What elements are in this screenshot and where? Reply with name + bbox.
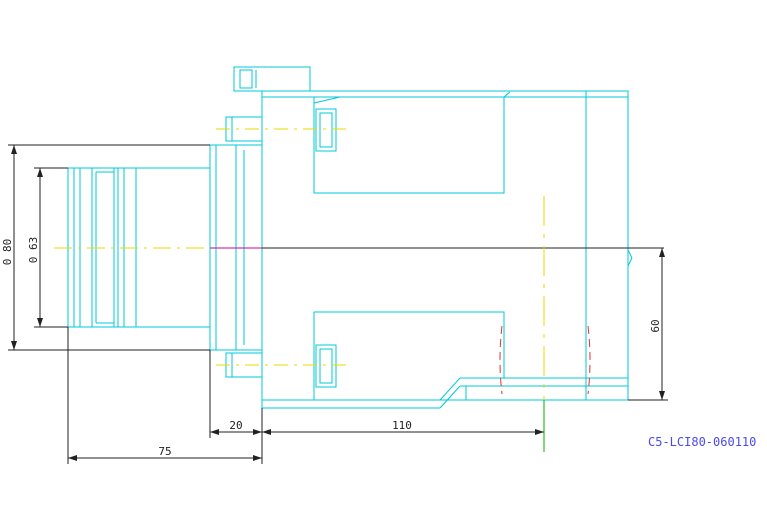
part-outline — [67, 66, 633, 409]
dim-total-length: 75 — [158, 445, 171, 458]
centerlines — [54, 128, 664, 452]
hidden-lines — [499, 325, 591, 395]
dim-flange: 20 — [229, 419, 242, 432]
dimension-lines — [8, 144, 668, 464]
dim-body-length: 110 — [392, 419, 412, 432]
dim-outer-diameter: 0 80 — [1, 239, 14, 266]
dim-inner-diameter: 0 63 — [27, 237, 40, 264]
part-code-label: C5-LCI80-060110 — [648, 435, 756, 449]
dimension-arrows — [11, 145, 665, 461]
dim-height: 60 — [649, 319, 662, 332]
